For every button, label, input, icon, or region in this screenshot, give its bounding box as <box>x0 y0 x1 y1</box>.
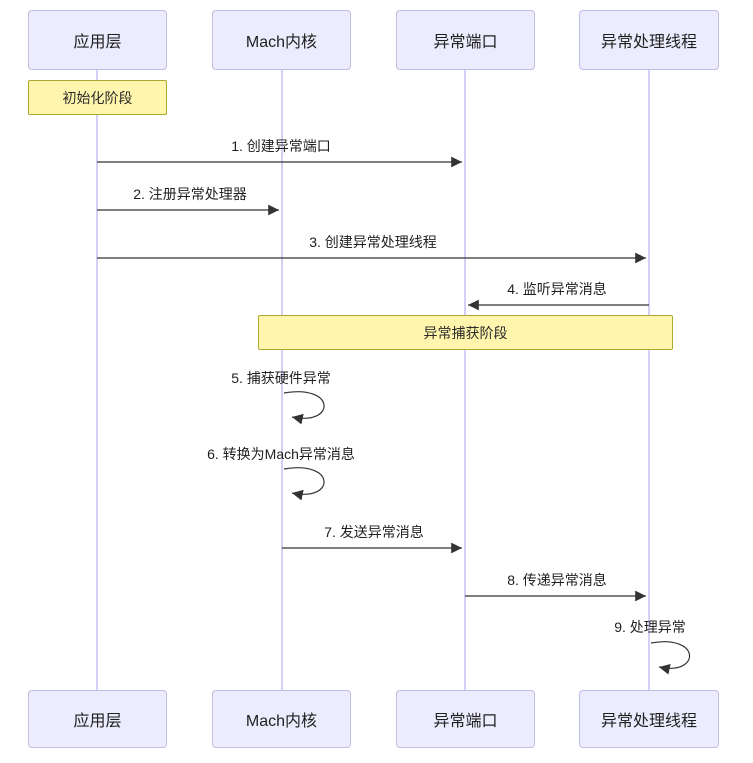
note-capture-phase: 异常捕获阶段 <box>258 315 673 350</box>
participant-top-mach-kernel: Mach内核 <box>212 10 351 70</box>
participant-top-app-layer: 应用层 <box>28 10 167 70</box>
message-5-label: 5. 捕获硬件异常 <box>231 370 331 386</box>
note-label: 初始化阶段 <box>62 89 133 106</box>
participant-label: Mach内核 <box>245 34 318 51</box>
participant-bottom-handler-thread: 异常处理线程 <box>579 690 719 748</box>
message-2-label: 2. 注册异常处理器 <box>133 186 247 202</box>
message-9-label: 9. 处理异常 <box>614 619 686 635</box>
participant-label: 异常处理线程 <box>600 34 697 51</box>
message-4-label: 4. 监听异常消息 <box>507 281 607 297</box>
participant-label: 应用层 <box>73 34 122 51</box>
participant-label: 应用层 <box>73 713 122 730</box>
message-6-self-loop <box>283 467 325 501</box>
message-6-label: 6. 转换为Mach异常消息 <box>207 446 355 462</box>
participant-bottom-app-layer: 应用层 <box>28 690 167 748</box>
message-7-label: 7. 发送异常消息 <box>324 524 424 540</box>
participant-top-exception-port: 异常端口 <box>396 10 535 70</box>
participant-label: 异常处理线程 <box>600 713 697 730</box>
message-1-label: 1. 创建异常端口 <box>231 138 331 154</box>
participant-label: 异常端口 <box>433 34 498 51</box>
participant-top-handler-thread: 异常处理线程 <box>579 10 719 70</box>
participant-bottom-exception-port: 异常端口 <box>396 690 535 748</box>
message-9-self-loop <box>650 641 691 675</box>
participant-label: Mach内核 <box>245 713 318 730</box>
message-8-label: 8. 传递异常消息 <box>507 572 607 588</box>
note-init-phase: 初始化阶段 <box>28 80 167 115</box>
note-label: 异常捕获阶段 <box>423 324 508 341</box>
participant-label: 异常端口 <box>433 713 498 730</box>
participant-bottom-mach-kernel: Mach内核 <box>212 690 351 748</box>
message-3-label: 3. 创建异常处理线程 <box>309 234 437 250</box>
message-5-self-loop <box>283 391 325 425</box>
